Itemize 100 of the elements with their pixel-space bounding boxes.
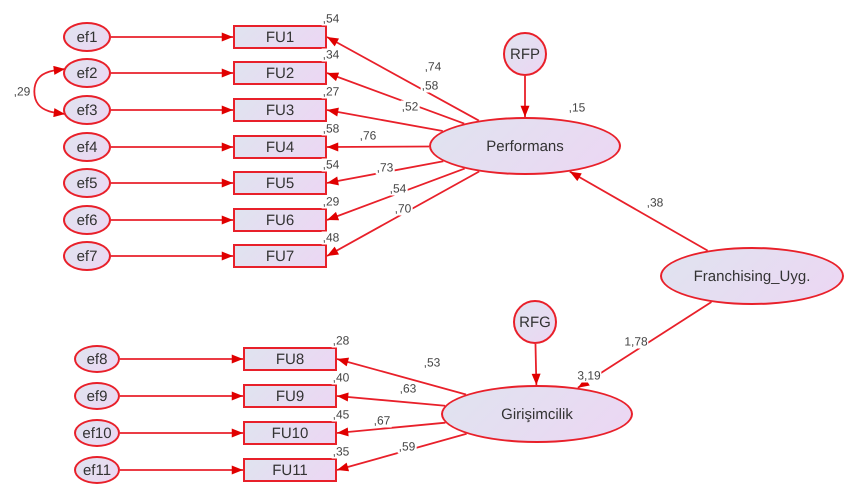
arrow (111, 106, 233, 114)
arrow (569, 170, 708, 252)
r-squared-value: ,45 (332, 408, 350, 422)
arrow (120, 428, 243, 438)
variable-name: RFG (519, 314, 551, 330)
correlation-arrow (33, 66, 66, 118)
variable-name: ef1 (76, 28, 98, 46)
observed-variable-box (233, 208, 327, 232)
r-squared-value: ,35 (332, 446, 350, 458)
variable-name: FU6 (266, 212, 294, 228)
variable-name: ef6 (76, 212, 98, 228)
arrow (336, 422, 446, 436)
r-squared-value: ,40 (332, 372, 350, 384)
variable-name: FU10 (272, 424, 308, 442)
r-squared-value: ,15 (568, 102, 586, 114)
variable-ellipse (74, 456, 120, 484)
variable-name: FU11 (272, 462, 308, 478)
path-coefficient: ,38 (646, 196, 664, 210)
path-coefficient: ,74 (424, 60, 442, 74)
variable-name: FU4 (266, 138, 294, 156)
r-squared-value: ,58 (322, 122, 340, 136)
arrow (120, 466, 243, 474)
variable-ellipse (63, 132, 111, 162)
variable-name: FU3 (266, 102, 294, 118)
r-squared-value: ,29 (322, 196, 340, 208)
variable-name: Performans (486, 138, 564, 154)
variable-name: ef9 (86, 388, 108, 404)
variable-name: FU5 (266, 174, 294, 192)
arrow (336, 432, 467, 472)
variable-ellipse (503, 32, 547, 76)
r-squared-value: ,54 (322, 158, 340, 172)
arrow (336, 358, 466, 396)
arrow (327, 142, 430, 152)
variable-ellipse (63, 58, 111, 88)
path-coefficient: ,58 (420, 80, 440, 92)
arrow (326, 36, 480, 122)
observed-variable-box (233, 25, 327, 49)
observed-variable-box (233, 61, 327, 85)
variable-name: RFP (510, 46, 540, 62)
arrow (336, 392, 446, 407)
arrow (111, 68, 233, 78)
correlation-value: ,29 (12, 86, 32, 98)
observed-variable-box (233, 98, 327, 122)
observed-variable-box (243, 421, 337, 445)
r-squared-value: ,27 (322, 86, 340, 98)
arrow (326, 108, 443, 132)
variable-ellipse (513, 300, 557, 344)
observed-variable-box (243, 458, 337, 482)
r-squared-value: ,34 (322, 48, 340, 62)
variable-ellipse (74, 382, 120, 410)
variable-ellipse (74, 345, 120, 373)
arrow (120, 392, 243, 400)
r-squared-value: ,28 (332, 334, 350, 348)
variable-name: ef7 (76, 248, 98, 264)
variable-name: FU1 (266, 28, 294, 46)
variable-ellipse (63, 168, 111, 198)
variable-ellipse (74, 419, 120, 447)
arrow (326, 160, 444, 186)
observed-variable-box (233, 171, 327, 195)
r-squared-value: ,48 (322, 232, 340, 244)
variable-ellipse (63, 205, 111, 235)
arrow (532, 344, 541, 386)
r-squared-value: ,54 (322, 12, 340, 26)
variable-name: FU9 (276, 388, 304, 404)
path-coefficient: ,52 (400, 100, 420, 114)
variable-name: FU2 (266, 64, 294, 82)
arrow (520, 76, 530, 117)
variable-name: Franchising_Uyg. (694, 268, 810, 284)
variable-name: ef10 (82, 424, 112, 442)
variable-ellipse (63, 241, 111, 271)
arrow (120, 354, 243, 364)
arrow (111, 216, 233, 224)
variable-name: ef4 (76, 138, 98, 156)
variable-name: ef11 (82, 462, 112, 478)
observed-variable-box (233, 244, 327, 268)
path-coefficient: ,73 (376, 162, 394, 174)
variable-name: ef5 (76, 174, 98, 192)
path-coefficient: ,67 (372, 414, 392, 428)
variable-name: ef8 (86, 350, 108, 368)
path-coefficient: ,76 (358, 130, 378, 142)
variable-name: ef2 (76, 64, 98, 82)
path-coefficient: ,70 (394, 202, 412, 216)
variable-name: FU7 (266, 248, 294, 264)
arrow (326, 168, 465, 221)
arrow (111, 252, 233, 260)
variable-name: ef3 (76, 102, 98, 118)
r-squared-value: 3,19 (576, 370, 602, 382)
observed-variable-box (243, 347, 337, 371)
variable-ellipse (63, 22, 111, 52)
observed-variable-box (243, 384, 337, 408)
variable-name: FU8 (276, 350, 304, 368)
arrow (111, 32, 233, 42)
variable-ellipse (63, 95, 111, 125)
path-coefficient: 1,78 (623, 336, 649, 348)
arrow (111, 142, 233, 152)
arrow (326, 170, 480, 257)
path-coefficient: ,54 (388, 182, 408, 196)
arrow (326, 72, 464, 124)
path-coefficient: ,59 (398, 440, 416, 454)
variable-name: Girişimcilik (501, 406, 573, 422)
